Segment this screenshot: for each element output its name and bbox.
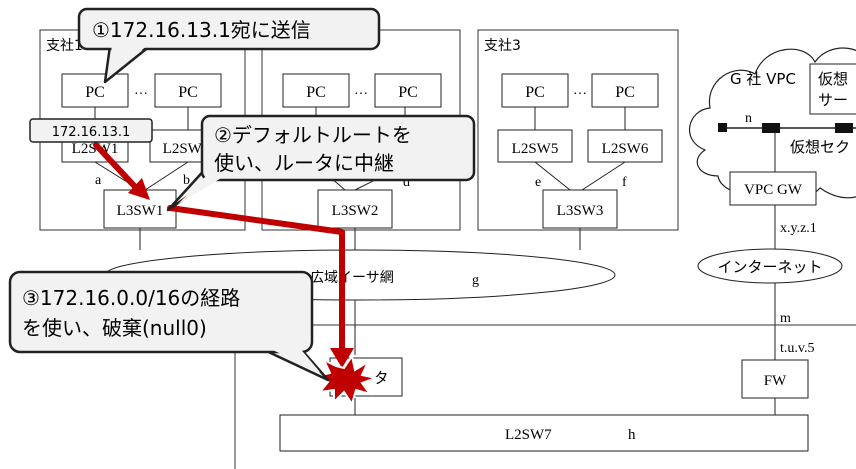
callout-step3-line2: を使い、破棄(null0): [22, 316, 207, 340]
pc-label: PC: [398, 84, 418, 101]
pc-box: [154, 73, 222, 108]
l3sw2-label: L3SW2: [332, 203, 379, 219]
ip-tag: [29, 118, 153, 143]
ellipsis-label: …: [134, 83, 148, 98]
l2sw7-box: [279, 414, 809, 452]
l2sw5-label: L2SW5: [512, 141, 559, 157]
callout-step2: [200, 114, 476, 182]
l2sw2-label: L2SW2: [163, 141, 210, 157]
arrow-head: [330, 348, 354, 368]
callout-step1-text: ①172.16.13.1宛に送信: [92, 18, 311, 42]
vpc-section-label: 仮想セク: [790, 138, 850, 156]
link-n-label: n: [745, 111, 752, 126]
callout-step3-line1: ③172.16.0.0/16の経路: [22, 286, 240, 310]
l3sw2-box: [317, 189, 393, 229]
link-e-label: e: [535, 175, 541, 190]
pc-box: [61, 73, 129, 108]
link-m-label: m: [780, 311, 791, 326]
pc-box: [501, 73, 569, 108]
fw-box: [741, 359, 809, 399]
link-a-label: a: [95, 173, 102, 188]
pc-label: PC: [178, 84, 198, 101]
vpcgw-box: [729, 171, 817, 206]
xyz1-label: x.y.z.1: [780, 221, 817, 236]
l2sw7-label: L2SW7: [505, 427, 552, 443]
vpc-kasou1: 仮想: [818, 70, 848, 88]
callout-step1: [77, 7, 381, 51]
callout-step3: [8, 270, 314, 354]
wan-label: 広域イーサ網: [310, 270, 394, 286]
pc-box: [591, 73, 659, 108]
vpc-title: G 社 VPC: [730, 70, 796, 88]
ellipsis-label: …: [354, 83, 368, 98]
l2sw6-label: L2SW6: [602, 141, 649, 157]
l2sw6-box: [587, 129, 663, 163]
pc-label: PC: [306, 84, 326, 101]
internet-label: インターネット: [717, 258, 822, 276]
branch3-label: 支社3: [484, 38, 521, 54]
pc-label: PC: [615, 84, 635, 101]
hq-box: [234, 324, 856, 469]
link-f-label: f: [622, 175, 627, 190]
vpcgw-label: VPC GW: [744, 182, 803, 198]
branch1-label: 支社1: [46, 38, 83, 54]
link-g-label: g: [472, 273, 479, 288]
l3sw3-label: L3SW3: [557, 203, 604, 219]
ip-tag-label: 172.16.13.1: [52, 125, 131, 140]
link-h-label: h: [628, 427, 636, 443]
l2sw5-box: [497, 129, 573, 163]
l3sw1-label: L3SW1: [117, 203, 164, 219]
drop-burst-icon: [313, 353, 380, 407]
l3sw3-box: [542, 189, 618, 229]
callout-step2-line2: 使い、ルータに中継: [214, 151, 394, 175]
link-d-label: d: [403, 175, 410, 190]
ellipsis-label: …: [573, 83, 587, 98]
internet-ellipse: [697, 248, 843, 284]
pc-label: PC: [85, 84, 105, 101]
branch3-box: [477, 29, 679, 231]
pc-label: PC: [525, 84, 545, 101]
pc-box: [374, 73, 442, 108]
callout-step2-line1: ②デフォルトルートを: [214, 123, 412, 147]
tuv5-label: t.u.v.5: [780, 341, 814, 356]
fw-label: FW: [764, 373, 787, 389]
arrow-head: [128, 178, 150, 200]
pc-box: [282, 73, 350, 108]
vpc-server-box: [809, 63, 856, 115]
vpc-kasou2: サー: [818, 91, 848, 109]
link-b-label: b: [183, 173, 190, 188]
